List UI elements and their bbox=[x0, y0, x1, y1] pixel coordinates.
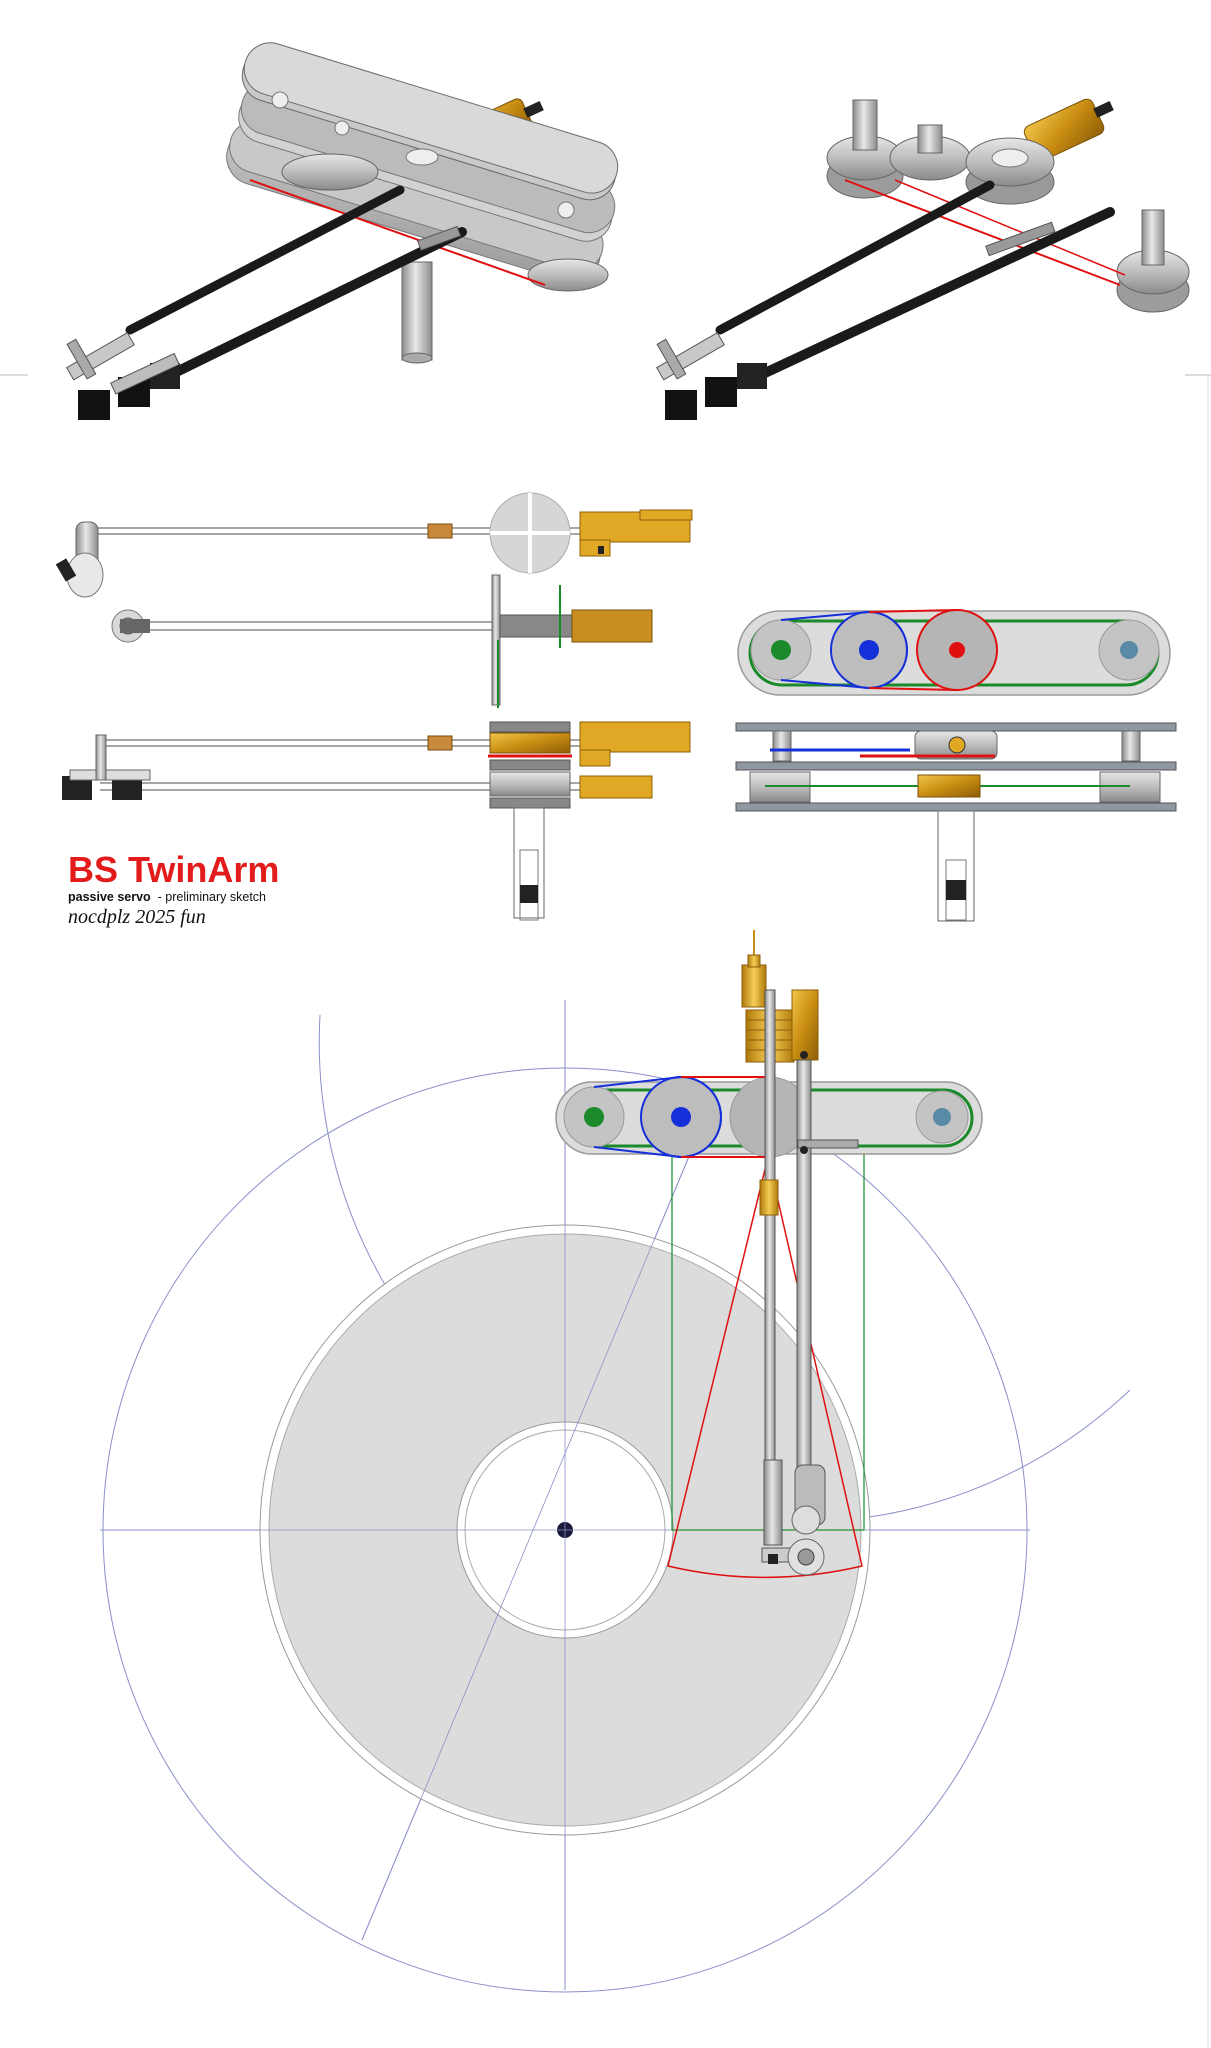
sheet-title: BS TwinArm bbox=[68, 849, 280, 890]
title-block: BS TwinArm passive servo - preliminary s… bbox=[68, 850, 328, 929]
side-view-arms bbox=[62, 721, 691, 921]
signature: nocdplz 2025 fun bbox=[68, 906, 206, 928]
top-view-arms bbox=[55, 492, 693, 708]
top-view-pulley-plate bbox=[737, 609, 1171, 696]
subtitle-rest: - preliminary sketch bbox=[150, 890, 267, 904]
sheet-subtitle: passive servo - preliminary sketch bbox=[68, 890, 328, 905]
3d-view-three-pulley bbox=[66, 42, 619, 420]
side-view-pulley-stack bbox=[735, 722, 1177, 922]
3d-view-open-pulleys bbox=[656, 98, 1190, 420]
subtitle-bold: passive servo bbox=[68, 890, 151, 904]
plan-view-turntable bbox=[100, 930, 1131, 1993]
